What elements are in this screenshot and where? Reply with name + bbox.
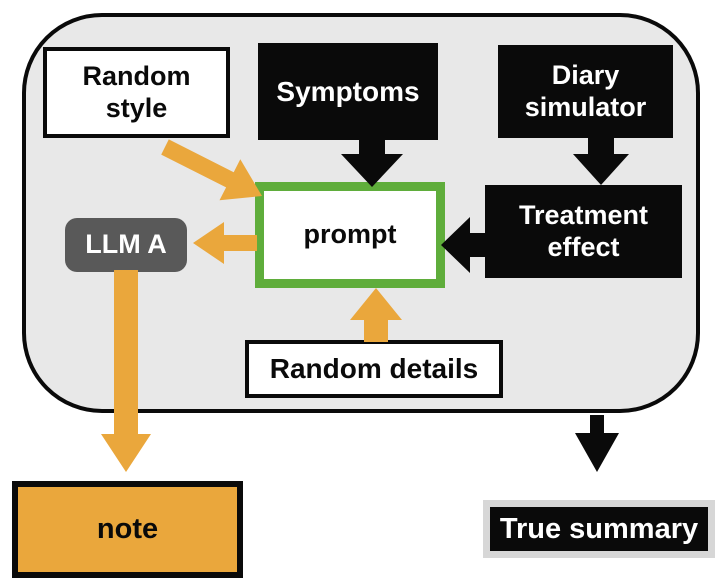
node-random-style: Random style [43, 47, 230, 138]
node-diary-simulator-label: Diary simulator [524, 59, 647, 122]
node-note: note [12, 481, 243, 578]
node-llm-a: LLM A [65, 218, 187, 272]
node-prompt: prompt [255, 182, 445, 288]
node-prompt-label: prompt [303, 219, 397, 250]
node-symptoms-label: Symptoms [276, 75, 420, 107]
node-diary-simulator: Diary simulator [498, 45, 673, 138]
node-random-details-label: Random details [269, 353, 479, 385]
node-note-label: note [96, 513, 159, 546]
arrow-pipeline-to-true-summary [575, 415, 619, 472]
node-true-summary-label: True summary [499, 512, 699, 545]
node-true-summary: True summary [483, 500, 715, 558]
node-llm-a-label: LLM A [85, 229, 167, 260]
node-random-details: Random details [245, 340, 503, 398]
node-treatment-effect-label: Treatment effect [518, 199, 649, 262]
node-treatment-effect: Treatment effect [485, 185, 682, 278]
node-random-style-label: Random style [82, 60, 191, 123]
node-symptoms: Symptoms [258, 43, 438, 140]
node-true-summary-inner: True summary [490, 507, 708, 551]
